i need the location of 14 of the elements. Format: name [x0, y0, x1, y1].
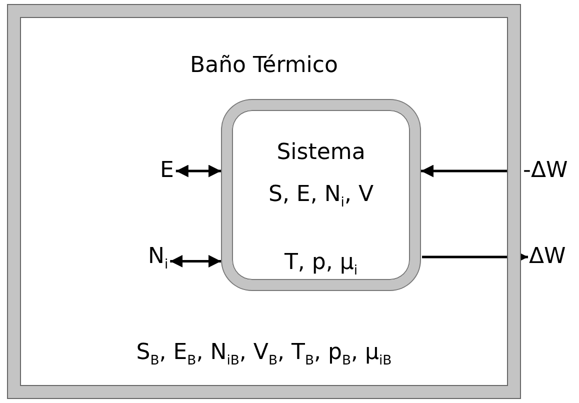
quantity-label: N$_{i}$ — [148, 244, 168, 278]
variable-list: T, p, μ$_{i}$ — [284, 250, 358, 275]
variable-list: S$_{B}$, E$_{B}$, N$_{iB}$, V$_{B}$, T$_{B}$, p$_{B}$, μ$_{iB}$ — [136, 340, 392, 365]
arrow — [176, 164, 221, 178]
quantity-label: -ΔW — [523, 158, 568, 184]
box-title: Sistema — [276, 140, 366, 165]
variable-list: S, E, N$_{i}$, V — [268, 182, 374, 207]
arrow — [422, 250, 528, 264]
quantity-label: E — [160, 158, 174, 184]
box-title: Baño Térmico — [190, 53, 338, 78]
heat-bath-box — [8, 5, 520, 398]
arrow — [170, 254, 221, 268]
quantity-label: ΔW — [529, 244, 566, 270]
system-box — [222, 100, 420, 290]
